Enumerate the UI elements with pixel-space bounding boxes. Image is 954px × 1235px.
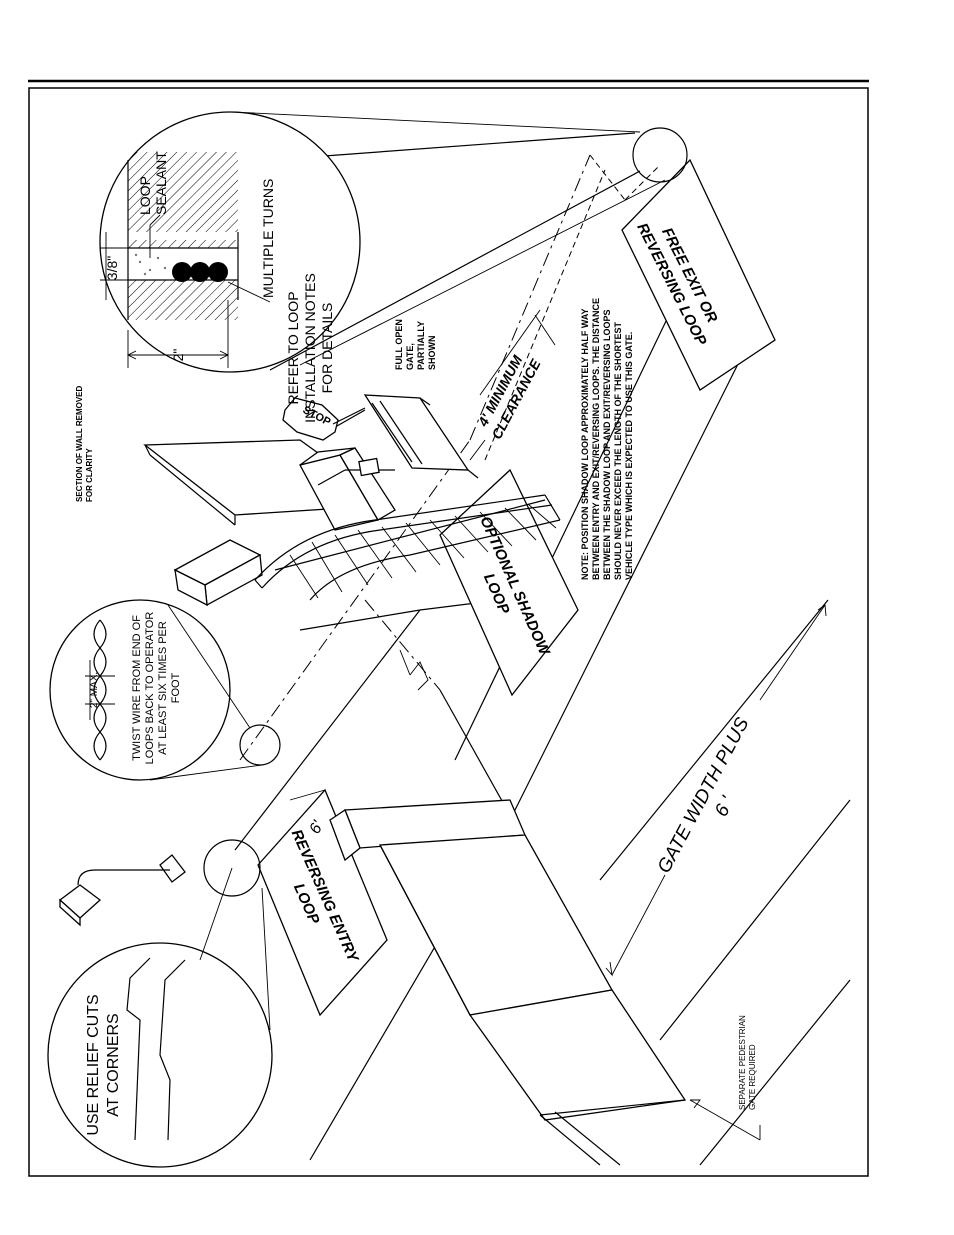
gate-width-label-2: 6 '	[711, 792, 739, 820]
dim-3-8-label: 3/8"	[104, 256, 120, 280]
note-line-1: NOTE: POSITION SHADOW LOOP APPROXIMATELY…	[580, 308, 590, 580]
free-exit-loop-pad	[621, 158, 776, 391]
clearance-dimension	[469, 309, 556, 461]
note-line-4: SHOULD NEVER EXCEED THE LENGTH OF THE SH…	[613, 321, 623, 580]
stop-sign-icon: STOP	[282, 397, 366, 441]
loop-sealant-label-2: SEALANT	[153, 151, 169, 215]
sealant-detail-circle	[99, 111, 666, 373]
refer-label-2: INSTALLATION NOTES	[302, 273, 318, 423]
full-open-gate	[329, 394, 479, 479]
note-line-2: BETWEEN ENTRY AND EXIT/REVERSING LOOPS. …	[591, 298, 601, 580]
optional-shadow-loop-pad	[439, 468, 579, 697]
relief-label-1: USE RELIEF CUTS	[85, 994, 102, 1135]
gate-width-dimension	[605, 604, 827, 977]
note-line-3: BETWEEN THE SHADOW LOOP AND EXIT/REVERSI…	[602, 309, 612, 580]
full-open-label-1: FULL OPEN	[394, 319, 404, 370]
note-line-5: VEHICLE TYPE WHICH IS EXPECTED TO USE TH…	[624, 332, 634, 580]
operator-column	[173, 539, 263, 607]
twist-label-1: TWIST WIRE FROM END OF	[131, 615, 143, 761]
keypad-pedestal-icon	[58, 854, 186, 927]
full-open-label-3: PARTIALLY	[416, 321, 426, 370]
pedestrian-line-2: GATE REQUIRED	[748, 1044, 757, 1110]
slide-gate	[254, 494, 561, 601]
wall-removed-line-1: SECTION OF WALL REMOVED	[75, 385, 84, 502]
free-exit-callout-circle	[632, 127, 688, 183]
multiple-turns-label: MULTIPLE TURNS	[260, 179, 276, 298]
twist-dim-label: 2" MAX.	[89, 672, 100, 708]
entry-wall	[329, 799, 687, 1166]
twist-wire-detail-circle	[49, 599, 281, 781]
relief-cuts-detail-circle	[47, 839, 273, 1168]
dashed-centerlines	[239, 154, 661, 761]
pedestrian-line-1: SEPARATE PEDESTRIAN	[738, 1015, 747, 1110]
loop-sealant-label-1: LOOP	[137, 176, 153, 215]
twist-label-4: FOOT	[170, 672, 182, 703]
pedestrian-note	[689, 1099, 761, 1141]
full-open-label-2: GATE,	[405, 343, 415, 370]
reversing-entry-loop-pad	[257, 788, 388, 1017]
relief-label-2: AT CORNERS	[105, 1013, 122, 1116]
shadow-loop-note: NOTE: POSITION SHADOW LOOP APPROXIMATELY…	[580, 298, 634, 580]
twist-label-3: AT LEAST SIX TIMES PER	[157, 621, 169, 755]
wall-removed-note: SECTION OF WALL REMOVED FOR CLARITY	[75, 385, 94, 502]
drawing-frame	[28, 87, 869, 1177]
twist-label-2: LOOPS BACK TO OPERATOR	[144, 612, 156, 765]
dim-2-detail-label: 2"	[170, 349, 186, 362]
full-open-label-4: SHOWN	[427, 336, 437, 371]
refer-label-1: REFER TO LOOP	[285, 291, 301, 404]
gate-operator-icon	[299, 447, 396, 531]
refer-label-3: FOR DETAILS	[319, 303, 335, 394]
wall-removed-line-2: FOR CLARITY	[85, 448, 94, 502]
